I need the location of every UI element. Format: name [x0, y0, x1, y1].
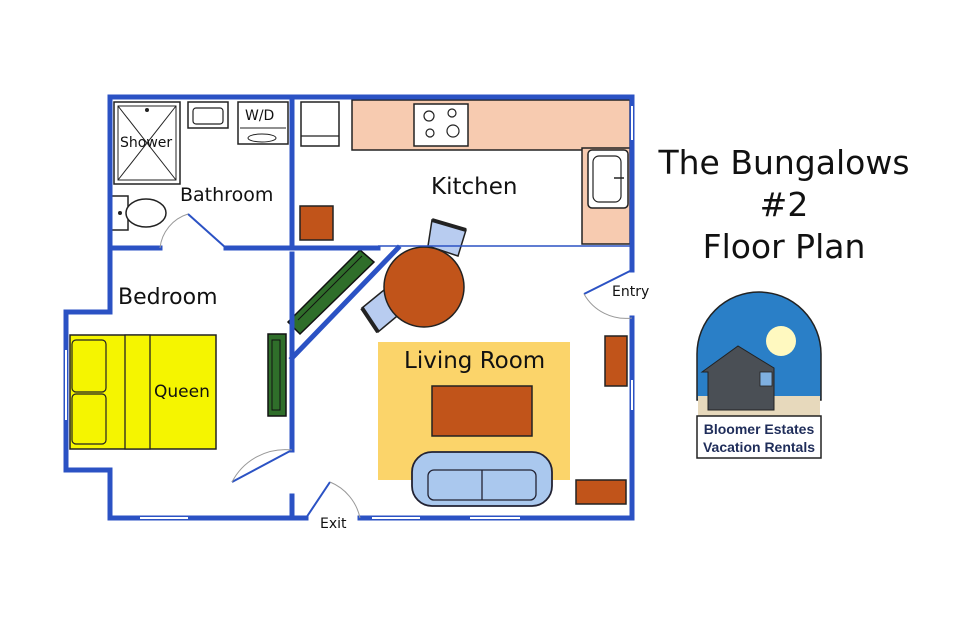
exit-label: Exit — [320, 516, 347, 532]
title-line-2: #2 — [760, 185, 809, 224]
diagonal-tv — [286, 248, 376, 336]
shower-icon — [113, 101, 181, 185]
door-swings — [159, 213, 633, 519]
shower-label: Shower — [120, 135, 172, 151]
sofa-icon — [411, 451, 553, 507]
dining-table — [383, 246, 465, 328]
sun-icon — [766, 326, 796, 356]
queen-bed — [69, 334, 217, 450]
stove-icon — [413, 103, 469, 147]
refrigerator-icon — [300, 101, 340, 147]
entry-bench — [575, 479, 627, 505]
windows — [65, 106, 633, 519]
washer-dryer-label: W/D — [245, 108, 274, 124]
kitchen-sink-icon — [587, 149, 629, 209]
dining-chair-top — [427, 218, 467, 257]
walls — [63, 94, 635, 521]
entry-label: Entry — [612, 284, 649, 300]
side-cabinet — [604, 335, 628, 387]
bedroom-tv — [267, 333, 287, 417]
living-room-label: Living Room — [404, 348, 545, 374]
title-line-3: Floor Plan — [703, 227, 866, 266]
logo-text-line-1: Bloomer Estates — [704, 421, 815, 437]
bathroom-label: Bathroom — [180, 184, 273, 206]
washer-dryer-icon — [237, 101, 289, 145]
kitchen-cabinet — [299, 205, 334, 241]
title-line-1: The Bungalows — [657, 143, 909, 182]
bathroom-sink-icon — [187, 101, 229, 129]
coffee-table — [431, 385, 533, 437]
bedroom-label: Bedroom — [118, 285, 218, 310]
kitchen-label: Kitchen — [431, 174, 517, 200]
company-logo: Bloomer Estates Vacation Rentals — [696, 291, 822, 459]
logo-text-line-2: Vacation Rentals — [703, 439, 815, 455]
toilet-icon — [109, 195, 167, 231]
bed-label: Queen — [154, 382, 210, 402]
house-icon — [700, 345, 775, 411]
